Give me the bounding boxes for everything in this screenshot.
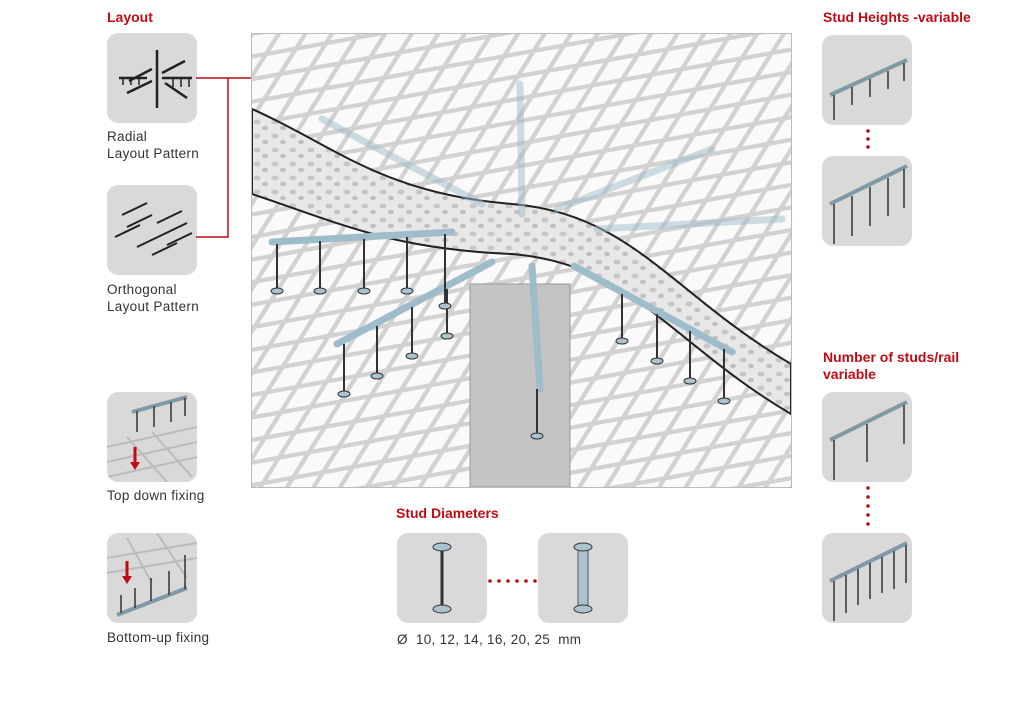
orthogonal-label-line1: Orthogonal — [107, 282, 177, 297]
bottom-up-label: Bottom-up fixing — [107, 630, 210, 645]
stud-diameters-label: Ø 10, 12, 14, 16, 20, 25 mm — [397, 632, 582, 647]
short-stud-rail-icon — [829, 58, 908, 120]
bottom-up-fixing-icon — [107, 533, 197, 617]
stud-diameters-heading: Stud Diameters — [396, 505, 499, 521]
radial-layout-icon — [119, 50, 192, 108]
top-down-label: Top down fixing — [107, 488, 205, 503]
orthogonal-layout-tile — [107, 185, 197, 275]
thick-stud-tile — [538, 533, 628, 623]
stud-diameter-dots — [488, 579, 537, 583]
studs-per-rail-heading: Number of studs/rail variable — [823, 349, 960, 382]
stud-heights-heading: Stud Heights -variable — [823, 9, 971, 25]
few-studs-rail-icon — [829, 400, 908, 480]
radial-label-line1: Radial — [107, 129, 148, 144]
punching-shear-stud-rail-illustration — [252, 34, 791, 487]
thin-stud-icon — [432, 542, 452, 614]
tall-stud-rail-icon — [829, 164, 908, 244]
top-down-fixing-icon — [107, 395, 197, 482]
thin-stud-tile — [397, 533, 487, 623]
stud-height-short-tile — [822, 35, 912, 125]
many-studs-tile — [822, 533, 912, 623]
bottom-up-fixing-tile — [107, 533, 197, 623]
stud-heights-dots — [866, 129, 870, 149]
top-down-fixing-tile — [107, 392, 197, 482]
thick-stud-icon — [573, 542, 593, 614]
many-studs-rail-icon — [829, 541, 908, 621]
studs-per-rail-dots — [866, 486, 870, 526]
layout-heading: Layout — [107, 9, 153, 25]
orthogonal-layout-icon — [114, 202, 193, 256]
orthogonal-label-line2: Layout Pattern — [107, 299, 200, 314]
radial-label-line2: Layout Pattern — [107, 146, 200, 161]
radial-layout-tile — [107, 33, 197, 123]
few-studs-tile — [822, 392, 912, 482]
main-illustration — [251, 33, 792, 488]
stud-height-tall-tile — [822, 156, 912, 246]
